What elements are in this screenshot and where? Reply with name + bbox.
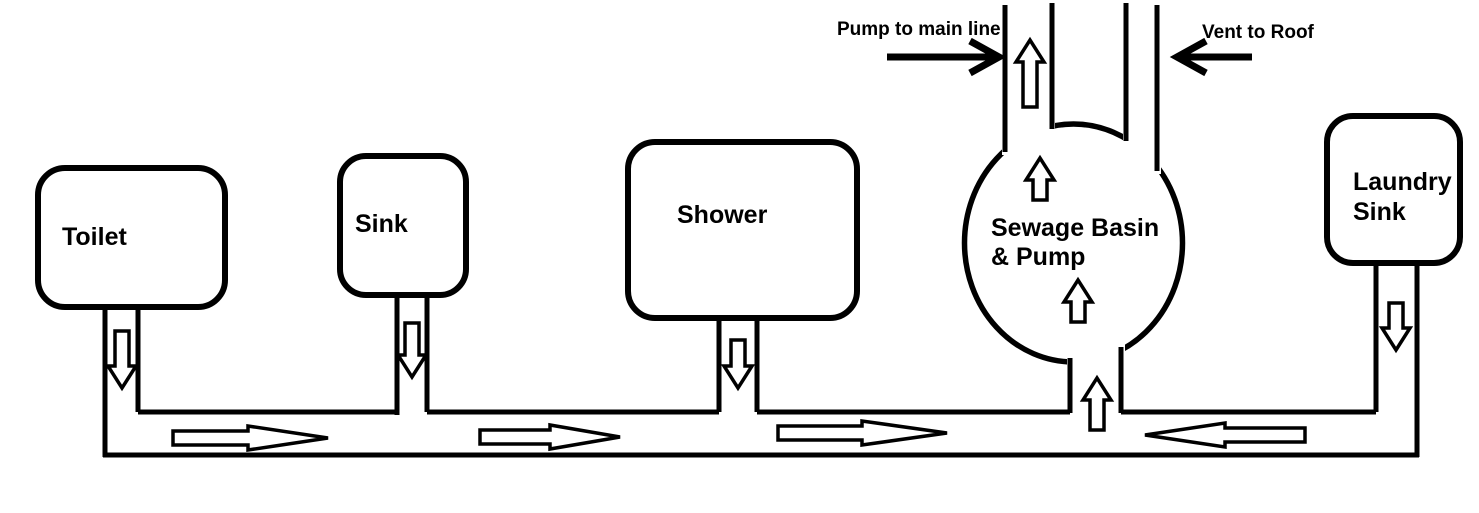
sink-label: Sink (355, 210, 408, 238)
flow-arrow-up-basin-bottom (1060, 276, 1096, 324)
vent-direction-arrow (1169, 37, 1252, 77)
flow-arrow-down-shower (720, 338, 756, 392)
flow-arrow-up-basin-inlet (1079, 374, 1115, 432)
fixture-box-sink (337, 153, 469, 298)
basin-opening-pump (1002, 117, 1055, 155)
sewage-basin-label-line2: & Pump (991, 243, 1085, 271)
pipes (102, 3, 1420, 458)
fixture-boxes (35, 113, 1463, 321)
basin-opening-inlet (1067, 343, 1125, 367)
laundry-drain-pipe (1373, 259, 1420, 457)
flow-arrows (104, 36, 1414, 453)
fixture-box-toilet (35, 165, 228, 310)
basin-inlet-pipe (1067, 347, 1124, 413)
flow-arrow-right-1 (171, 423, 329, 453)
flow-arrow-down-laundry (1378, 301, 1414, 354)
shower-label: Shower (677, 201, 768, 229)
flow-arrow-right-3 (776, 418, 948, 448)
vent-to-roof-label: Vent to Roof (1202, 22, 1315, 43)
annotation-arrows (887, 37, 1252, 77)
laundry-sink-label-line2: Sink (1353, 198, 1406, 226)
fixture-box-laundry-sink (1324, 113, 1463, 266)
laundry-sink-label-line1: Laundry (1353, 168, 1452, 196)
vent-pipe (1123, 3, 1160, 171)
flow-arrow-down-toilet (104, 329, 140, 392)
sink-drain-pipe (394, 291, 430, 415)
pump-to-main-line-label: Pump to main line (837, 19, 1001, 40)
sewage-basin-group (961, 117, 1186, 367)
toilet-label: Toilet (62, 223, 127, 251)
flow-arrow-down-sink (394, 321, 430, 381)
sewage-basin-label-line1: Sewage Basin (991, 214, 1159, 242)
pump-discharge-pipe (1002, 3, 1055, 152)
shower-drain-pipe (716, 314, 760, 412)
pump-direction-arrow (887, 37, 1007, 77)
flow-arrow-right-2 (478, 422, 621, 452)
toilet-drain-pipe (102, 300, 141, 457)
flow-arrow-up-basin-top (1022, 154, 1058, 202)
flow-arrow-up-pump-pipe (1012, 36, 1048, 109)
labels: Pump to main line Vent to Roof Toilet Si… (62, 19, 1452, 271)
fixture-box-shower (625, 139, 860, 321)
flow-arrow-left-laundry (1144, 420, 1307, 450)
